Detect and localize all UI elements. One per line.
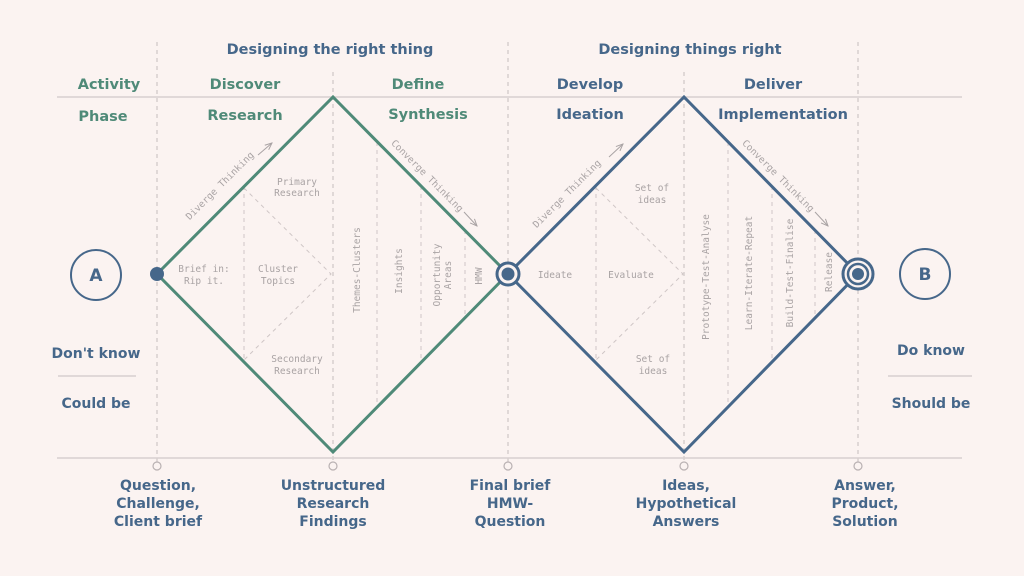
secondary-research-line1: Secondary — [271, 354, 323, 365]
activity-develop: Develop — [557, 77, 623, 93]
set-of-ideas-top-line2: ideas — [638, 195, 667, 206]
output-2-line3: Findings — [299, 514, 366, 530]
set-of-ideas-bottom-line2: ideas — [639, 366, 668, 377]
diverge-arrow-2 — [608, 144, 623, 158]
end-state-bottom: Should be — [892, 396, 971, 412]
start-state-top: Don't know — [52, 346, 141, 362]
start-circle — [70, 249, 122, 301]
output-5-line2: Product, — [831, 496, 898, 512]
converge-label-1: Converge Thinking — [389, 138, 466, 215]
end-circle — [899, 248, 951, 300]
phase-synthesis: Synthesis — [388, 107, 468, 123]
cluster-topics-line1: Cluster — [258, 264, 298, 275]
brief-in-line1: Brief in: — [178, 264, 229, 275]
column-opportunity: Opportunity — [432, 243, 443, 306]
end-letter: B — [919, 265, 932, 285]
baseline-marker-5 — [853, 461, 863, 471]
activity-deliver: Deliver — [744, 77, 803, 93]
row-label-activity: Activity — [78, 77, 141, 93]
output-3: Final brief HMW- Question — [470, 478, 552, 530]
baseline-marker-4 — [679, 461, 689, 471]
diverge-arrow-1 — [257, 143, 272, 156]
evaluate-label: Evaluate — [608, 270, 654, 281]
output-5-line3: Solution — [832, 514, 898, 530]
output-3-line1: Final brief — [470, 478, 552, 494]
start-state-bottom: Could be — [61, 396, 130, 412]
column-build-test-finalise: Build-Test-Finalise — [785, 218, 796, 327]
end-node — [841, 257, 875, 291]
activity-define: Define — [392, 77, 445, 93]
phase-research: Research — [207, 108, 282, 124]
converge-arrow-2 — [814, 211, 828, 226]
output-5: Answer, Product, Solution — [831, 478, 898, 530]
column-themes-clusters: Themes-Clusters — [352, 227, 363, 313]
output-4-line1: Ideas, — [662, 478, 710, 494]
phase-implementation: Implementation — [718, 107, 848, 123]
output-4: Ideas, Hypothetical Answers — [636, 478, 737, 530]
output-1-line3: Client brief — [114, 514, 203, 530]
baseline-marker-1 — [152, 461, 162, 471]
cluster-topics-line2: Topics — [261, 276, 295, 287]
baseline-marker-2 — [328, 461, 338, 471]
output-4-line2: Hypothetical — [636, 496, 737, 512]
column-prototype-test-analyse: Prototype-Test-Analyse — [701, 214, 712, 340]
column-learn-iterate-repeat: Learn-Iterate-Repeat — [744, 216, 755, 330]
midpoint-node — [495, 261, 521, 287]
secondary-research-line2: Research — [274, 366, 320, 377]
baseline-markers — [152, 461, 863, 471]
column-areas: Areas — [443, 261, 454, 290]
diverge-label-2: Diverge Thinking — [531, 158, 603, 230]
baseline-marker-3 — [503, 461, 513, 471]
row-label-phase: Phase — [78, 109, 127, 125]
diamond1-internal-lines — [243, 142, 466, 406]
guide-lines — [156, 42, 859, 462]
primary-research-line2: Research — [274, 188, 320, 199]
activity-discover: Discover — [210, 77, 281, 93]
diamond2-labels: Diverge Thinking Converge Thinking Set o… — [531, 138, 835, 377]
output-1-line1: Question, — [120, 478, 196, 494]
output-3-line3: Question — [475, 514, 546, 530]
phase-ideation: Ideation — [556, 107, 624, 123]
start-letter: A — [89, 266, 103, 286]
output-1-line2: Challenge, — [116, 496, 200, 512]
group-title-left: Designing the right thing — [227, 42, 434, 58]
output-4-line3: Answers — [653, 514, 720, 530]
column-hmw: HMW — [474, 267, 485, 284]
output-5-line1: Answer, — [834, 478, 896, 494]
group-title-right: Designing things right — [598, 42, 781, 58]
converge-label-2: Converge Thinking — [740, 138, 817, 215]
output-2-line1: Unstructured — [281, 478, 386, 494]
primary-research-line1: Primary — [277, 177, 317, 188]
diamond2-internal-lines — [595, 142, 816, 406]
set-of-ideas-top-line1: Set of — [635, 183, 669, 194]
output-2: Unstructured Research Findings — [281, 478, 386, 530]
output-3-line2: HMW- — [487, 496, 533, 512]
end-state-top: Do know — [897, 343, 965, 359]
column-release: Release — [824, 252, 835, 292]
column-insights: Insights — [394, 248, 405, 294]
set-of-ideas-bottom-line1: Set of — [636, 354, 670, 365]
brief-in-line2: Rip it. — [184, 276, 224, 287]
ideate-label: Ideate — [538, 270, 573, 281]
output-1: Question, Challenge, Client brief — [114, 478, 203, 530]
output-2-line2: Research — [297, 496, 370, 512]
converge-arrow-1 — [463, 211, 477, 226]
start-node — [150, 267, 164, 281]
